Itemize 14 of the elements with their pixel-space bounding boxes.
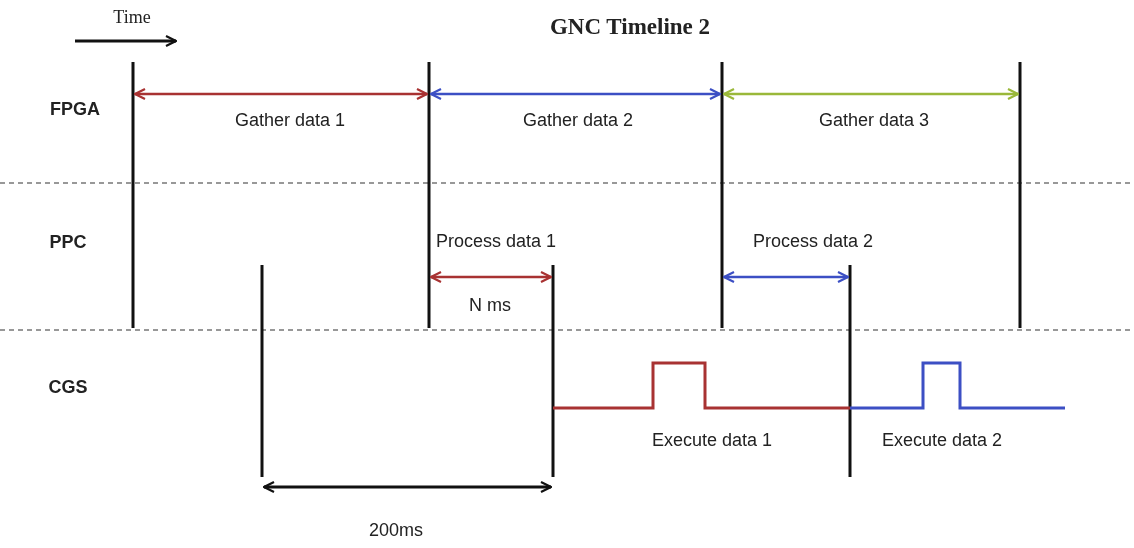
title: GNC Timeline 2	[549, 14, 711, 40]
lane-label: PPC	[49, 233, 87, 253]
time-label: Time	[113, 8, 151, 28]
duration-label: Gather data 3	[818, 111, 930, 131]
duration-label: 200ms	[369, 521, 423, 541]
duration-label: Gather data 2	[522, 111, 634, 131]
duration-label: N ms	[469, 296, 511, 316]
duration-label: Execute data 2	[881, 431, 1003, 451]
lane-label: FPGA	[50, 100, 100, 120]
lane-label: CGS	[48, 378, 88, 398]
duration-label: Execute data 1	[651, 431, 773, 451]
duration-label: Process data 2	[752, 232, 874, 252]
duration-label: Gather data 1	[234, 111, 346, 131]
duration-label: Process data 1	[435, 232, 557, 252]
